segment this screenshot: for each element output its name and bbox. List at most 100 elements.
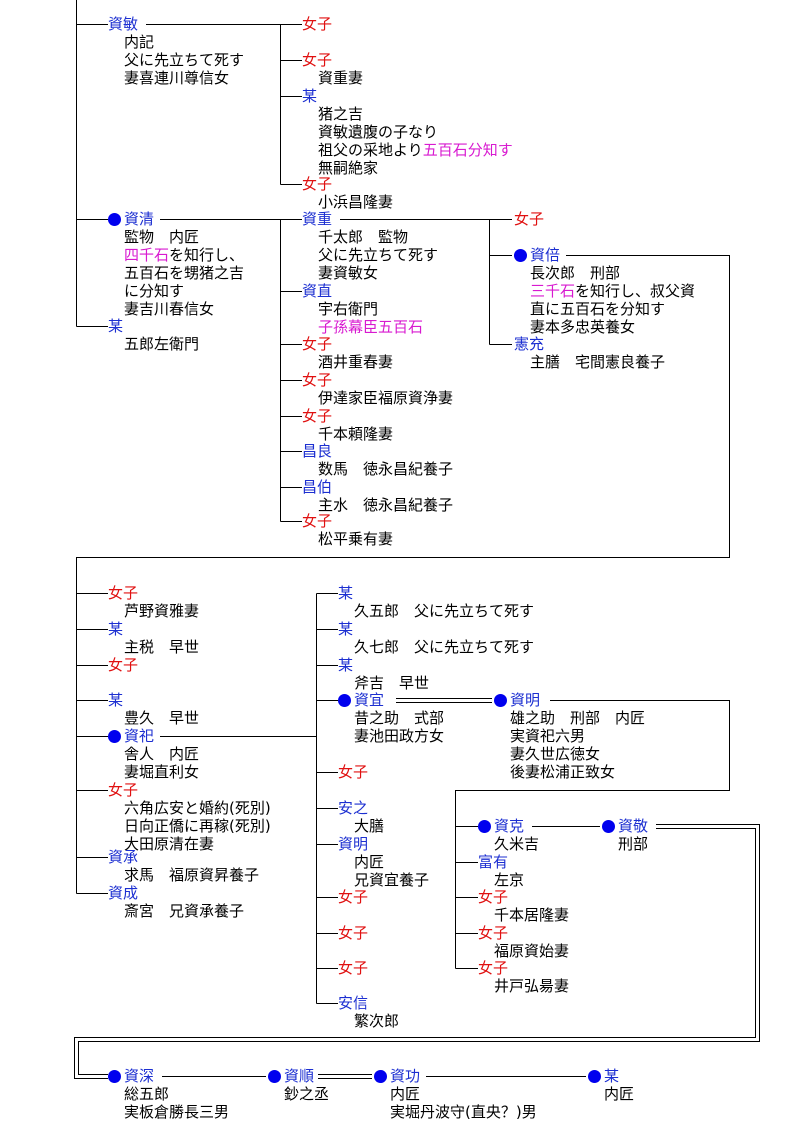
person-p6: 資清監物 内匠四千石を知行し、五百石を甥猪之吉に分知す妻吉川春信女 xyxy=(108,210,244,318)
person-detail: 福原資始妻 xyxy=(478,942,569,960)
detail-text: に分知す xyxy=(124,282,185,300)
person-name: 某 xyxy=(108,620,199,638)
person-p23: 資祀舎人 内匠妻堀直利女 xyxy=(108,727,199,781)
person-detail: 斧吉 早世 xyxy=(338,674,429,692)
detail-text: 内記 xyxy=(124,33,155,51)
person-detail: 妻久世広徳女 xyxy=(494,745,645,763)
person-detail: 長次郎 刑部 xyxy=(514,264,695,282)
person-detail: 直に五百石を分知す xyxy=(514,300,695,318)
person-p14: 昌伯主水 徳永昌紀養子 xyxy=(302,478,453,514)
person-name-text: 富有 xyxy=(478,853,509,871)
person-p10: 女子酒井重春妻 xyxy=(302,335,393,371)
detail-text: 鈔之丞 xyxy=(284,1085,330,1103)
person-detail: 父に先立ちて死す xyxy=(302,246,438,264)
person-name: 某 xyxy=(338,584,534,602)
person-name: 某 xyxy=(108,691,199,709)
detail-text: 主税 早世 xyxy=(124,638,200,656)
person-name-text: 女子 xyxy=(302,512,333,530)
person-name: 女子 xyxy=(478,888,569,906)
person-name: 資順 xyxy=(268,1067,329,1085)
person-detail: 妻喜連川尊信女 xyxy=(108,69,244,87)
person-detail: 無嗣絶家 xyxy=(302,159,513,177)
person-name: 昌伯 xyxy=(302,478,453,496)
person-detail: 妻堀直利女 xyxy=(108,763,199,781)
person-p12: 女子千本頼隆妻 xyxy=(302,407,393,443)
detail-text: 妻吉川春信女 xyxy=(124,300,215,318)
person-detail: 芦野資雅妻 xyxy=(108,602,199,620)
person-p42: 女子福原資始妻 xyxy=(478,924,569,960)
detail-text: 松平乗有妻 xyxy=(318,530,394,548)
person-detail: 松平乗有妻 xyxy=(302,530,393,548)
person-p9: 資直宇右衛門子孫幕臣五百石 xyxy=(302,282,423,336)
person-detail: 妻吉川春信女 xyxy=(108,300,244,318)
person-name: 資明 xyxy=(338,835,429,853)
person-name: 女子 xyxy=(338,959,368,977)
person-p13: 昌良数馬 徳永昌紀養子 xyxy=(302,442,453,478)
person-detail: 久五郎 父に先立ちて死す xyxy=(338,602,534,620)
detail-text: 無嗣絶家 xyxy=(318,159,379,177)
heir-dot-icon xyxy=(338,693,351,707)
person-detail: 実資祀六男 xyxy=(494,727,645,745)
person-name: 某 xyxy=(338,656,429,674)
person-p35: 女子 xyxy=(338,924,368,942)
detail-text: 久七郎 父に先立ちて死す xyxy=(354,638,535,656)
person-name-text: 昌伯 xyxy=(302,478,333,496)
person-name-text: 女子 xyxy=(338,763,369,781)
detail-text: 内匠 xyxy=(354,853,385,871)
person-detail: 六角広安と婚約(死別) xyxy=(108,799,271,817)
person-detail: 妻資敏女 xyxy=(302,264,438,282)
person-detail: 総五郎 xyxy=(108,1085,229,1103)
person-detail: 斎宮 兄資承養子 xyxy=(108,902,244,920)
heir-dot-icon xyxy=(108,1069,121,1083)
person-detail: 主膳 宅間憲良養子 xyxy=(514,353,665,371)
person-detail: 妻池田政方女 xyxy=(338,727,444,745)
detail-text: 妻資敏女 xyxy=(318,264,379,282)
detail-text: 千本居隆妻 xyxy=(494,906,570,924)
person-name: 某 xyxy=(338,620,534,638)
detail-text: 久五郎 父に先立ちて死す xyxy=(354,602,535,620)
person-name-text: 資功 xyxy=(390,1067,421,1085)
detail-text: 斎宮 兄資承養子 xyxy=(124,902,245,920)
person-p1: 資敏内記父に先立ちて死す妻喜連川尊信女 xyxy=(108,15,244,87)
detail-text: 雄之助 刑部 内匠 xyxy=(510,709,646,727)
detail-text: 繁次郎 xyxy=(354,1012,400,1030)
person-p15: 女子松平乗有妻 xyxy=(302,512,393,548)
person-p46: 資順鈔之丞 xyxy=(268,1067,329,1103)
person-p39: 資克久米吉 xyxy=(478,817,539,853)
detail-text: 妻久世広徳女 xyxy=(510,745,601,763)
person-name: 女子 xyxy=(338,924,368,942)
person-detail: 雄之助 刑部 内匠 xyxy=(494,709,645,727)
person-detail: 実板倉勝長三男 xyxy=(108,1103,229,1121)
person-p16: 女子 xyxy=(514,210,544,228)
detail-text: を知行し、 xyxy=(169,246,245,264)
detail-text: 監物 内匠 xyxy=(124,228,200,246)
person-name: 女子 xyxy=(302,335,393,353)
person-p40: 富有左京 xyxy=(478,853,524,889)
person-name-text: 某 xyxy=(338,656,354,674)
person-detail: 四千石を知行し、 xyxy=(108,246,244,264)
detail-text: 求馬 福原資昇養子 xyxy=(124,866,260,884)
person-name: 女子 xyxy=(478,959,569,977)
person-detail: 内記 xyxy=(108,33,244,51)
person-detail: 後妻松浦正致女 xyxy=(494,763,645,781)
detail-text: 五百石を甥猪之吉 xyxy=(124,264,245,282)
detail-text: 五郎左衛門 xyxy=(124,335,200,353)
person-name: 安之 xyxy=(338,799,384,817)
person-p2: 女子 xyxy=(302,15,332,33)
person-name: 資倍 xyxy=(514,246,695,264)
detail-text: 猪之吉 xyxy=(318,105,364,123)
person-p33: 資明内匠兄資宜養子 xyxy=(338,835,429,889)
person-name-text: 女子 xyxy=(302,335,333,353)
person-name: 女子 xyxy=(478,924,569,942)
person-name-text: 女子 xyxy=(338,924,369,942)
person-name: 女子 xyxy=(302,51,363,69)
person-detail: 舎人 内匠 xyxy=(108,745,199,763)
person-name-text: 女子 xyxy=(302,407,333,425)
person-name: 資敬 xyxy=(602,817,648,835)
person-name-text: 資敬 xyxy=(618,817,649,835)
heir-dot-icon xyxy=(494,693,507,707)
person-detail: 宇右衛門 xyxy=(302,300,423,318)
heir-dot-icon xyxy=(108,729,121,743)
person-p34: 女子 xyxy=(338,888,368,906)
detail-text: 内匠 xyxy=(390,1085,421,1103)
